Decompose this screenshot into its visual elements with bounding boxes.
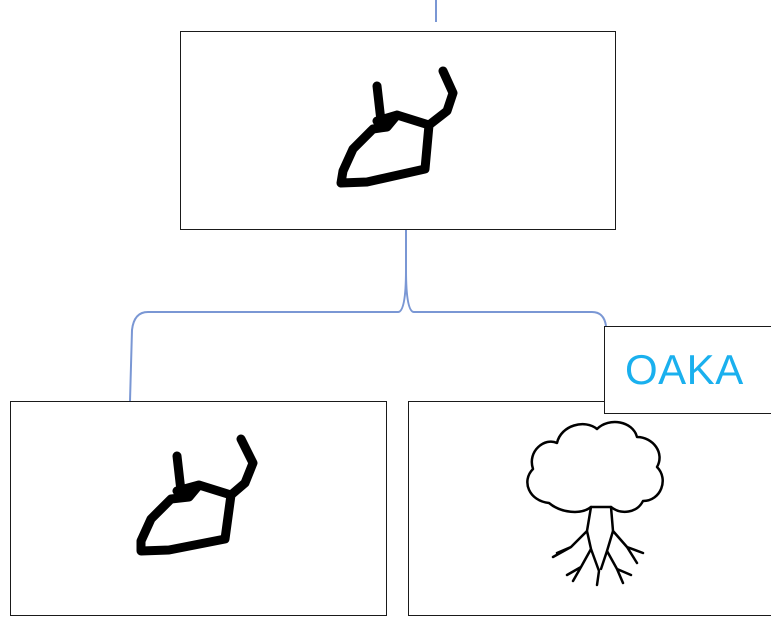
glyph-icon (336, 66, 458, 188)
right-node (408, 401, 771, 616)
connector-lines (129, 0, 607, 402)
top-node (180, 31, 616, 230)
label-box: OAKA (604, 326, 771, 414)
left-node (10, 401, 387, 616)
label-text: OAKA (625, 346, 744, 393)
tree-icon (526, 420, 664, 587)
bracket-connector (129, 230, 607, 402)
glyph-icon (136, 434, 258, 556)
